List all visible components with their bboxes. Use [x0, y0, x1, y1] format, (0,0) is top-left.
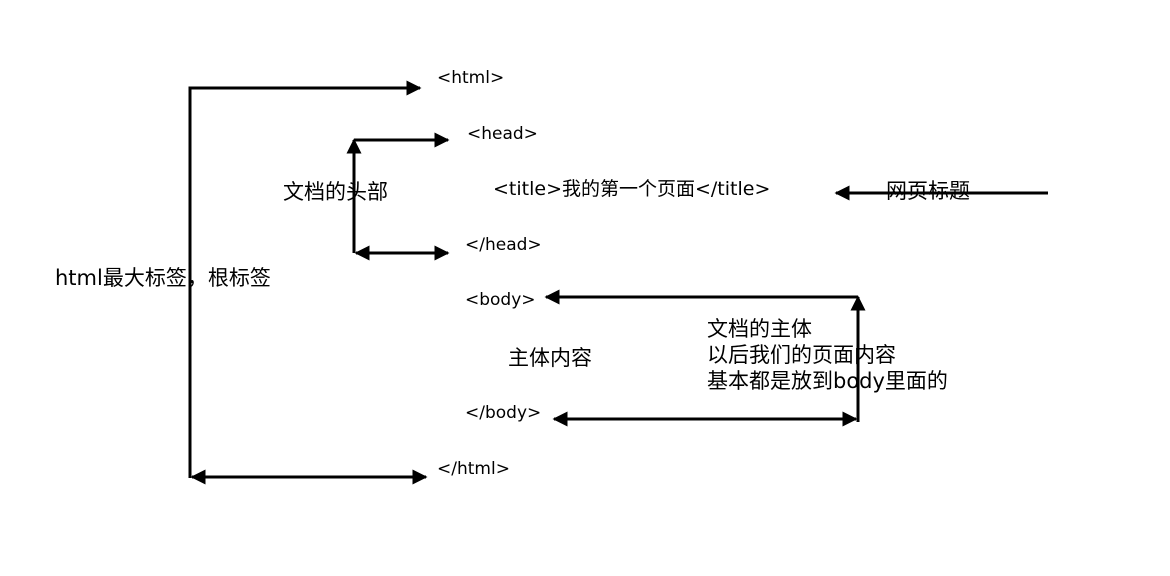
- body-open-tag: <body>: [465, 290, 536, 310]
- head-close-tag: </head>: [465, 235, 542, 255]
- html-bracket-line: [188, 80, 422, 478]
- body-description: 文档的主体 以后我们的页面内容 基本都是放到body里面的: [707, 316, 948, 394]
- html-description: html最大标签，根标签: [55, 266, 271, 290]
- title-tag-line: <title>我的第一个页面</title>: [493, 178, 771, 200]
- html-close-tag: </html>: [437, 459, 510, 479]
- body-description-line: 基本都是放到body里面的: [707, 369, 948, 393]
- body-description-line: 文档的主体: [707, 317, 812, 341]
- body-close-tag: </body>: [465, 403, 542, 423]
- head-open-tag: <head>: [467, 124, 538, 144]
- page-title-note: 网页标题: [886, 179, 970, 203]
- body-description-line: 以后我们的页面内容: [707, 343, 896, 367]
- main-content-note: 主体内容: [508, 346, 592, 370]
- head-description: 文档的头部: [283, 180, 388, 204]
- html-open-tag: <html>: [437, 68, 505, 88]
